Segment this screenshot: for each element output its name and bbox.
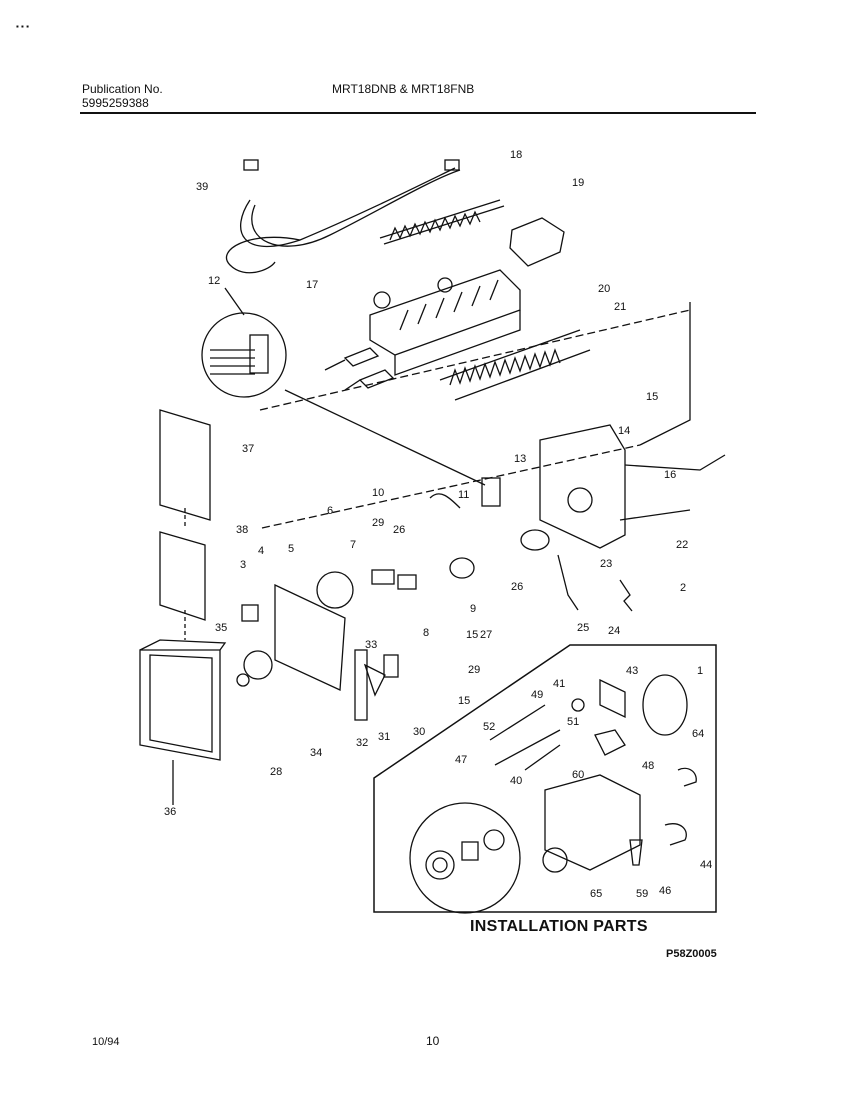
callout-26: 26 — [393, 524, 405, 536]
callout-46: 46 — [659, 885, 671, 897]
page-number: 10 — [426, 1034, 440, 1048]
callout-51: 51 — [567, 716, 579, 728]
callout-65: 65 — [590, 888, 602, 900]
callout-2: 2 — [680, 582, 686, 594]
callout-40: 40 — [510, 775, 522, 787]
callout-49: 49 — [531, 689, 543, 701]
installation-parts-title: INSTALLATION PARTS — [470, 918, 648, 935]
callout-48: 48 — [642, 760, 654, 772]
callout-29: 29 — [372, 517, 384, 529]
connector-detail — [201, 312, 287, 398]
callout-34: 34 — [310, 747, 322, 759]
callout-14: 14 — [618, 425, 630, 437]
callout-5: 5 — [288, 543, 294, 555]
water-valve-part — [544, 774, 641, 871]
instructions-part — [159, 531, 206, 621]
heater-strip-part — [439, 329, 591, 401]
gear-part — [243, 650, 273, 680]
callout-3: 3 — [240, 559, 246, 571]
corner-mark: ▪ ▪ ▪ — [16, 22, 29, 31]
callout-31: 31 — [378, 731, 390, 743]
callout-37: 37 — [242, 443, 254, 455]
callout-labels: 39 18 19 12 17 20 21 15 14 37 16 13 10 1… — [164, 149, 712, 900]
callout-23: 23 — [600, 558, 612, 570]
front-cover-part — [139, 649, 221, 761]
callout-18: 18 — [510, 149, 522, 161]
callout-11: 11 — [458, 489, 469, 501]
publication-number: 5995259388 — [82, 96, 149, 110]
manual-part — [159, 409, 211, 521]
callout-35: 35 — [215, 622, 227, 634]
callout-20: 20 — [598, 283, 610, 295]
callout-36: 36 — [164, 806, 176, 818]
callout-12: 12 — [208, 275, 220, 287]
callout-22: 22 — [676, 539, 688, 551]
callout-21: 21 — [614, 301, 626, 313]
callout-32: 32 — [356, 737, 368, 749]
installation-parts-box — [373, 644, 717, 913]
callout-25: 25 — [577, 622, 589, 634]
callout-30: 30 — [413, 726, 425, 738]
callout-44: 44 — [700, 859, 712, 871]
callout-41: 41 — [553, 678, 565, 690]
callout-15b: 15 — [466, 629, 478, 641]
callout-9: 9 — [470, 603, 476, 615]
callout-8: 8 — [423, 627, 429, 639]
callout-47: 47 — [455, 754, 467, 766]
housing-part — [539, 424, 626, 549]
callout-33: 33 — [365, 639, 377, 651]
callout-13: 13 — [514, 453, 526, 465]
callout-7: 7 — [350, 539, 356, 551]
motor-part — [316, 571, 354, 609]
callout-26b: 26 — [511, 581, 523, 593]
mounting-plate-part — [274, 583, 346, 691]
callout-38: 38 — [236, 524, 248, 536]
callout-6: 6 — [327, 505, 333, 517]
valve-detail-circle — [409, 802, 521, 914]
callout-43: 43 — [626, 665, 638, 677]
wire-harness-part — [240, 167, 456, 248]
footer-date: 10/94 — [92, 1036, 120, 1048]
diagram-code: P58Z0005 — [666, 948, 717, 960]
model-numbers: MRT18DNB & MRT18FNB — [332, 82, 475, 96]
callout-28: 28 — [270, 766, 282, 778]
callout-29b: 29 — [468, 664, 480, 676]
cover-part — [509, 217, 565, 267]
callout-60: 60 — [572, 769, 584, 781]
callout-52: 52 — [483, 721, 495, 733]
callout-16: 16 — [664, 469, 676, 481]
callout-39: 39 — [196, 181, 208, 193]
header-rule — [80, 112, 756, 114]
callout-15c: 15 — [458, 695, 470, 707]
callout-15: 15 — [646, 391, 658, 403]
callout-27: 27 — [480, 629, 492, 641]
callout-24: 24 — [608, 625, 620, 637]
callout-19: 19 — [572, 177, 584, 189]
callout-10: 10 — [372, 487, 384, 499]
callout-4: 4 — [258, 545, 264, 557]
callout-59: 59 — [636, 888, 648, 900]
callout-64: 64 — [692, 728, 704, 740]
heater-part — [379, 199, 505, 245]
callout-17: 17 — [306, 279, 318, 291]
callout-1: 1 — [697, 665, 703, 677]
publication-label: Publication No. — [82, 82, 163, 96]
